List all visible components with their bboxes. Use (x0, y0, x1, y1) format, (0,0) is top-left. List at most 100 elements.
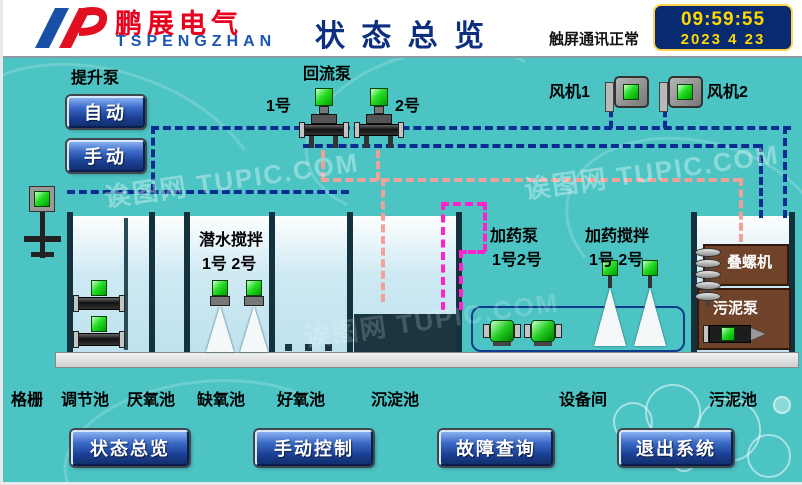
run-indicator (246, 280, 262, 296)
comm-status-text: 触屏通讯正常 (549, 31, 640, 48)
pipe-magenta-left-drop (441, 202, 445, 310)
lift-pump-2-icon (73, 316, 125, 352)
run-indicator (623, 84, 639, 100)
tank-water-regulating (73, 216, 149, 352)
flange (555, 324, 562, 338)
nav-manual-control-button[interactable]: 手动控制 (255, 430, 373, 466)
dosing-mixer-numbers: 1号 2号 (589, 252, 644, 269)
screw-disk (695, 248, 721, 257)
dosing-pump-2-icon (524, 314, 562, 348)
sludge-pump-label: 污泥泵 (713, 300, 759, 317)
pipe-navy-right-drop (783, 126, 787, 218)
flange (483, 324, 490, 338)
mixer-cone (634, 288, 666, 346)
flange (73, 295, 79, 312)
lift-pump-label: 提升泵 (71, 70, 120, 87)
auto-mode-button[interactable]: 自动 (67, 96, 145, 128)
decor-bubble (773, 396, 791, 414)
mixer-shaft (40, 212, 45, 258)
clock-date: 2023 4 23 (680, 31, 766, 48)
logo-text-cn: 鹏展电气 (115, 9, 243, 39)
nav-exit-system-button[interactable]: 退出系统 (619, 430, 733, 466)
tank-water-anaerobic (155, 216, 184, 352)
company-logo-icon (35, 7, 108, 48)
return-pump-1-label: 1号 (266, 98, 291, 115)
dosing-pump-numbers: 1号2号 (492, 252, 542, 269)
fan-2-icon (655, 72, 705, 114)
mixer-paddle (24, 236, 61, 242)
run-indicator (531, 320, 555, 342)
dosing-skid-outline (471, 306, 685, 352)
flange (119, 295, 125, 312)
pump-base (534, 342, 552, 346)
pump-neck (319, 106, 329, 114)
submersible-mixer-1-icon (205, 280, 235, 352)
flange (119, 331, 125, 348)
return-pump-label: 回流泵 (303, 66, 352, 83)
pump-leg (309, 136, 314, 148)
clock-time: 09:59:55 (680, 9, 766, 30)
run-indicator (490, 320, 514, 342)
diffuser-icon (285, 344, 292, 351)
nav-fault-query-button[interactable]: 故障查询 (439, 430, 553, 466)
screw-press-panel: 叠螺机 (703, 244, 789, 286)
fan-pipe (605, 82, 614, 112)
pump-nozzle (751, 328, 765, 340)
fan-1-label: 风机1 (549, 84, 590, 101)
sludge-pump-icon (703, 320, 769, 348)
pipe-pink-screwpress-drop (739, 178, 743, 242)
run-indicator (721, 327, 735, 341)
screw-disk (695, 259, 721, 268)
pump-body (75, 297, 123, 310)
run-indicator (602, 260, 618, 276)
flange (514, 324, 521, 338)
tank-wall (691, 212, 697, 352)
tank-label-equipment-room: 设备间 (559, 392, 608, 409)
pipe-navy-left-riser (151, 126, 155, 192)
pipe-pink-settler-drop (381, 178, 385, 302)
nav-status-overview-button[interactable]: 状态总览 (71, 430, 189, 466)
run-indicator (91, 316, 107, 332)
screw-press-label: 叠螺机 (727, 254, 773, 271)
tank-label-anaerobic: 厌氧池 (127, 392, 176, 409)
pump-volute (366, 114, 392, 124)
pump-base (493, 342, 511, 346)
tank-wall (149, 212, 155, 352)
pipe-navy-top-run (151, 126, 791, 130)
mixer-cone (594, 288, 626, 346)
flange (703, 325, 709, 343)
pump-body (356, 124, 402, 136)
mixer-shaft (648, 276, 652, 288)
dosing-mixer-1-icon (591, 260, 629, 348)
mixer-motor (244, 296, 264, 306)
flange (398, 122, 404, 138)
pipe-magenta-top-run (441, 202, 485, 206)
tank-label-sludge: 污泥池 (709, 392, 758, 409)
lift-pump-1-icon (73, 280, 125, 316)
tank-label-grille: 格栅 (11, 392, 44, 409)
pump-body (301, 124, 347, 136)
tank-wall (789, 212, 795, 352)
grille-mixer-icon (19, 184, 65, 268)
pump-volute (311, 114, 337, 124)
dosing-pump-1-icon (483, 314, 521, 348)
screw-disk (695, 270, 721, 279)
run-indicator (677, 84, 693, 100)
pump-leg (388, 136, 393, 148)
tank-wall (347, 212, 353, 352)
screw-press-icon (695, 248, 721, 306)
manual-mode-button[interactable]: 手动 (67, 140, 145, 172)
pipe-navy-fan1-drop (609, 110, 613, 128)
flange (73, 331, 79, 348)
dosing-mixer-2-icon (631, 260, 669, 348)
pipe-magenta-right-drop (483, 202, 487, 252)
submersible-mixer-numbers: 1号 2号 (202, 256, 257, 273)
submersible-mixer-label: 潜水搅拌 (199, 232, 264, 249)
pump-leg (364, 136, 369, 148)
decor-bubble (747, 434, 791, 478)
flange (524, 324, 531, 338)
flange (343, 122, 349, 138)
dosing-mixer-label: 加药搅拌 (585, 228, 650, 245)
decor-swirl (55, 365, 357, 482)
